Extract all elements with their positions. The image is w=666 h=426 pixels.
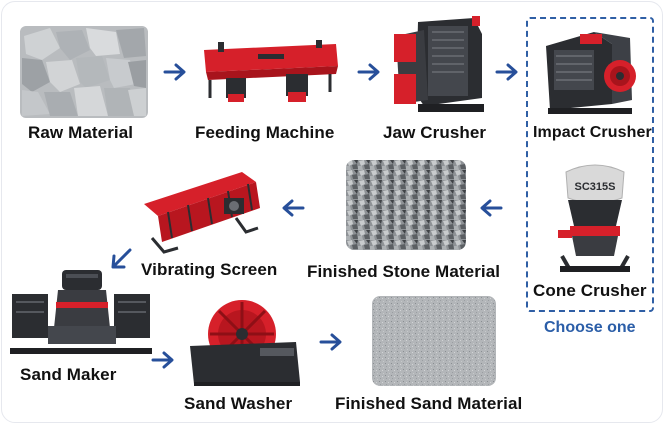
sand-maker-image	[10, 270, 152, 354]
choose-one-group	[526, 17, 654, 312]
arrow-right-icon	[319, 333, 342, 351]
arrow-right-icon	[163, 63, 186, 81]
arrow-right-icon	[357, 63, 380, 81]
raw-material-image	[20, 26, 148, 118]
finished-sand-image	[372, 296, 496, 386]
arrow-left-icon	[282, 199, 305, 217]
cone-crusher-image: SC315S	[558, 164, 630, 272]
label-cone-crusher: Cone Crusher	[533, 281, 647, 300]
arrow-right-icon	[495, 63, 518, 81]
arrow-down-left-icon	[111, 248, 132, 269]
label-jaw-crusher: Jaw Crusher	[383, 123, 487, 142]
cone-model-text: SC315S	[575, 181, 616, 193]
label-feeding-machine: Feeding Machine	[195, 123, 335, 142]
vibrating-screen-image	[144, 172, 260, 254]
label-raw-material: Raw Material	[28, 123, 134, 142]
choose-one-label: Choose one	[544, 319, 636, 336]
label-sand-washer: Sand Washer	[184, 394, 293, 413]
finished-stone-image	[346, 160, 466, 250]
impact-crusher-image	[546, 32, 636, 114]
label-impact-crusher: Impact Crusher	[533, 124, 652, 141]
feeding-machine-image	[204, 40, 338, 102]
jaw-crusher-image	[394, 16, 484, 112]
label-finished-stone: Finished Stone Material	[307, 262, 501, 281]
label-finished-sand: Finished Sand Material	[335, 394, 523, 413]
sand-washer-image	[190, 300, 300, 386]
label-vibrating-screen: Vibrating Screen	[141, 260, 278, 279]
arrow-right-icon	[151, 351, 174, 369]
arrow-left-icon	[480, 199, 503, 217]
label-sand-maker: Sand Maker	[20, 365, 117, 384]
